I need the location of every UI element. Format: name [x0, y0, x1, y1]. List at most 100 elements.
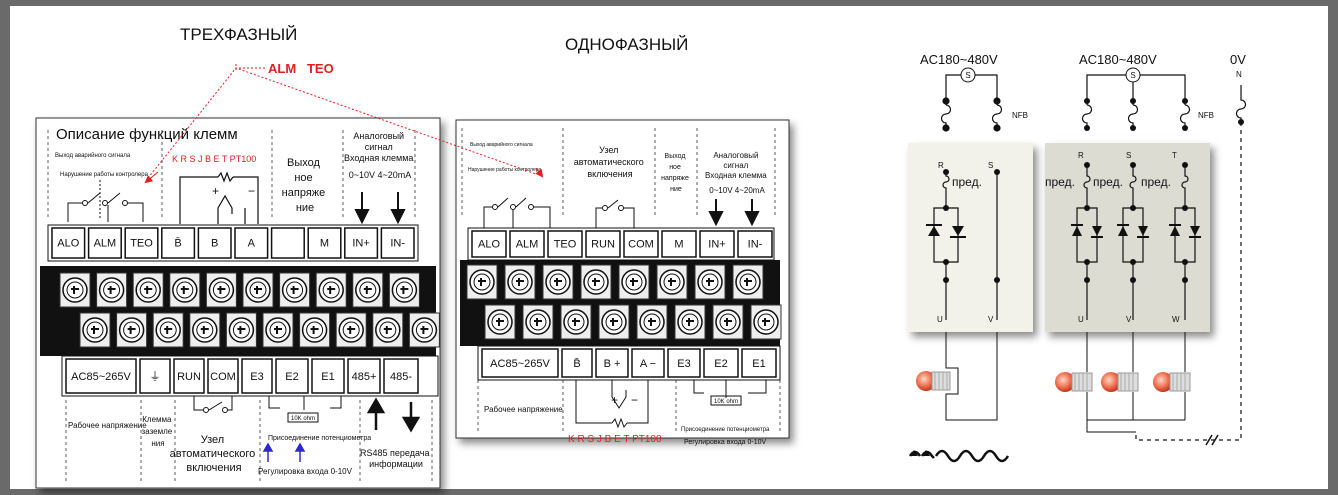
sp-bottom-terminal-label-1: B̄ — [573, 357, 580, 370]
sp-top-terminal-1 — [509, 230, 545, 258]
voltage-output-line4: ние — [296, 202, 314, 214]
sp-supply-voltage-label: Рабочее напряжение — [484, 405, 563, 414]
three-phase-heading: ТРЕХФАЗНЫЙ — [180, 25, 297, 44]
tp-top-terminal-9 — [380, 227, 415, 259]
tp-bottom-terminal-5 — [275, 358, 309, 394]
sp-bottom-terminal-label-6: E1 — [752, 358, 765, 370]
tw-lamp-2 — [1153, 372, 1191, 392]
tp-bottom-terminal-0 — [65, 358, 137, 394]
tw-fuse-3: пред. — [1141, 175, 1171, 189]
sp-input-adjust-label: Регулировка входа 0-10V — [684, 439, 767, 446]
single-phase-wiring: AC180~480V S NFB R S пред. — [908, 52, 1033, 463]
tp-top-terminal-label-8: IN+ — [352, 238, 369, 250]
tw-lamp-1 — [1101, 372, 1139, 392]
svg-text:S: S — [965, 71, 970, 80]
sp-analog-2: сигнал — [723, 161, 748, 170]
sp-alarm-output-label: Выход аварийного сигнала — [470, 141, 533, 148]
tw-fuse-2: пред. — [1093, 175, 1123, 189]
sp-top-terminal-3 — [585, 230, 621, 258]
pot-connection-label: Присоединение потенциометра — [268, 435, 371, 442]
svg-text:Узел автоматического: Узел автоматического включения — [170, 434, 259, 474]
voltage-output-line1: Выход — [287, 157, 320, 169]
svg-text:−: − — [248, 184, 255, 198]
tp-top-terminal-label-3: B̄ — [174, 237, 181, 250]
tp-bottom-terminal-4 — [241, 358, 273, 394]
svg-text:Аналоговый сигнал: Аналоговый сигнал Входная клемма 0~10V 4… — [344, 131, 416, 180]
sp-top-terminal-label-5: M — [674, 239, 683, 251]
tp-bottom-terminal-1 — [139, 358, 171, 394]
tp-top-terminal-6 — [270, 227, 305, 259]
tw-input-s: S — [1126, 151, 1131, 160]
tp-top-terminal-label-4: B — [211, 238, 218, 250]
sp-top-terminal-label-2: TEO — [554, 239, 577, 251]
tp-bottom-terminal-label-6: E1 — [321, 371, 334, 383]
analog-line4: 0~10V 4~20mA — [349, 170, 412, 180]
tw-scr-1 — [1122, 165, 1144, 320]
sp-bottom-terminal-5 — [703, 348, 739, 378]
ground-label-2: заземле — [142, 427, 173, 436]
tp-bottom-terminal-label-0: AC85~265V — [71, 371, 131, 383]
sp-pot-connection-label: Присоединение потенциометра — [681, 427, 770, 433]
tp-bottom-terminal-label-8: 485- — [390, 371, 412, 383]
sp-top-terminal-label-0: ALO — [478, 239, 500, 251]
sw-output-v: V — [988, 315, 994, 324]
sp-controller-fault-label: Нарушение работы контролера — [468, 167, 542, 173]
tp-bottom-terminal-2 — [173, 358, 205, 394]
voltage-output-line2: ное — [294, 172, 312, 184]
tp-top-terminal-0 — [51, 227, 86, 259]
sp-thermocouple-types: K R S J B E T PT100 — [568, 434, 662, 445]
sp-top-terminal-2 — [547, 230, 583, 258]
svg-text:+: + — [212, 184, 219, 198]
sp-bottom-terminal-label-3: A − — [640, 358, 656, 370]
tw-0v: 0V — [1230, 52, 1246, 67]
sp-top-terminal-label-1: ALM — [516, 239, 539, 251]
alm-teo-label: ALM TEO — [268, 61, 334, 76]
sp-top-terminal-label-6: IN+ — [708, 239, 725, 251]
tw-output-w: W — [1172, 315, 1180, 324]
tw-input-r: R — [1078, 151, 1084, 160]
svg-text:Выход ное напряже: Выход ное напряже ние — [282, 157, 329, 214]
sp-analog-4: 0~10V 4~20mA — [709, 186, 765, 195]
single-phase-heading: ОДНОФАЗНЫЙ — [565, 35, 688, 54]
tp-top-terminal-label-5: A — [248, 238, 256, 250]
tp-bottom-terminal-label-1: ⏚ — [150, 370, 161, 383]
svg-text:Клемма заземле ния: Клемма заземле ния — [142, 415, 175, 448]
sp-bottom-terminal-6 — [741, 348, 777, 378]
tw-lamp-0 — [1055, 372, 1093, 392]
tp-top-terminal-label-2: TEO — [130, 238, 153, 250]
sp-voltage-output-2: ное — [669, 164, 681, 171]
svg-text:Выход ное напряже: Выход ное напряже ние — [661, 153, 691, 193]
sp-bottom-terminal-1 — [561, 348, 593, 378]
sp-analog-1: Аналоговый — [713, 151, 758, 160]
sp-bottom-terminal-2 — [595, 348, 629, 378]
sp-voltage-output-4: ние — [670, 186, 682, 193]
svg-text:−: − — [631, 393, 638, 407]
tp-top-terminal-3 — [161, 227, 196, 259]
sp-auto-node-1: Узел — [599, 145, 618, 155]
sp-voltage-output-3: напряже — [661, 175, 689, 182]
sp-top-terminal-5 — [661, 230, 697, 258]
sp-top-terminal-6 — [699, 230, 735, 258]
tp-top-terminal-label-0: ALO — [57, 238, 79, 250]
sp-auto-node-2: автоматического — [574, 157, 644, 167]
rs485-label-2: информации — [369, 459, 423, 469]
sp-analog-3: Входная клемма — [705, 171, 767, 180]
sw-input-r: R — [938, 161, 944, 170]
panel-title: Описание функций клемм — [56, 126, 238, 143]
sp-top-terminal-0 — [471, 230, 507, 258]
tw-fuse-1: пред. — [1045, 175, 1075, 189]
svg-text:Узел автоматического: Узел автоматического включения — [574, 145, 647, 179]
analog-line1: Аналоговый — [353, 131, 404, 141]
three-phase-wiring: AC180~480V 0V N S NFB R S T пред. пред. … — [1045, 52, 1246, 446]
tw-nfb: NFB — [1198, 111, 1214, 120]
controller-fault-label: Нарушение работы контролера — [60, 172, 149, 178]
sp-bottom-terminal-label-0: AC85~265V — [490, 358, 550, 370]
tp-top-terminal-label-7: M — [320, 238, 329, 250]
tw-output-v: V — [1126, 315, 1132, 324]
sw-supply: AC180~480V — [920, 52, 998, 67]
analog-line3: Входная клемма — [344, 153, 413, 163]
three-phase-panel: Описание функций клемм Выход аварийного … — [35, 117, 441, 489]
voltage-output-line3: напряже — [282, 187, 326, 199]
sp-bottom-terminal-label-5: E2 — [714, 358, 727, 370]
sp-top-terminal-label-3: RUN — [591, 239, 615, 251]
